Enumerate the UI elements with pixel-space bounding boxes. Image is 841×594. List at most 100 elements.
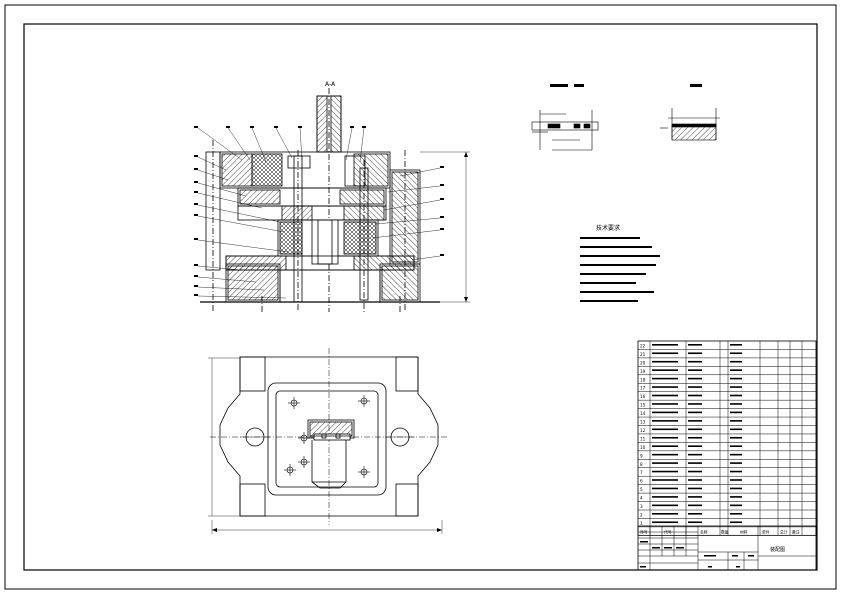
part-sketch-right (660, 84, 720, 141)
bom-item-number: 20 (640, 360, 646, 365)
technical-requirements: 技术要求 (580, 224, 660, 302)
bom-material-text (730, 344, 742, 346)
bom-name-text (688, 394, 702, 397)
bom-material-text (730, 360, 742, 363)
bom-name-text (688, 369, 702, 371)
bom-material-text (730, 453, 742, 456)
bom-header-label: 材料 (740, 529, 748, 534)
bom-code-text (652, 360, 678, 363)
section-view-a-a: A-A (194, 81, 470, 312)
bom-header-label: 数量 (721, 529, 729, 534)
bom-name-text (688, 470, 702, 473)
bom-code-text (652, 462, 678, 464)
bom-code-text (652, 428, 678, 431)
bom-name-text (688, 521, 702, 524)
bom-name-text (688, 453, 702, 456)
bom-material-text (730, 445, 742, 447)
bom-item-number: 10 (640, 445, 646, 450)
bom-item-number: 21 (640, 352, 646, 357)
bom-name-text (688, 445, 702, 447)
bom-code-text (652, 394, 678, 397)
bom-item-number: 15 (640, 403, 646, 408)
bom-material-text (730, 479, 742, 481)
bom-material-text (730, 513, 742, 515)
bom-material-text (730, 428, 742, 431)
bom-name-text (688, 436, 702, 439)
bom-material-text (730, 386, 742, 388)
bom-name-text (688, 420, 702, 422)
bom-material-text (730, 462, 742, 464)
bom-code-text (652, 386, 678, 388)
bom-material-text (730, 470, 742, 473)
bom-item-number: 9 (640, 453, 643, 458)
bom-item-number: 13 (640, 420, 646, 425)
bom-item-number: 16 (640, 394, 646, 399)
bom-code-text (652, 521, 678, 524)
bom-code-text (652, 377, 678, 380)
bom-code-text (652, 504, 678, 507)
bom-material-text (730, 411, 742, 414)
bom-material-text (730, 521, 742, 524)
bom-item-number: 12 (640, 428, 646, 433)
drawing-title: 装配图 (770, 546, 785, 553)
bom-name-text (688, 377, 702, 380)
bom-name-text (688, 352, 702, 355)
bom-item-number: 4 (640, 496, 643, 501)
bom-code-text (652, 479, 678, 481)
bom-material-text (730, 352, 742, 355)
section-label: A-A (325, 81, 336, 88)
bom-item-number: 8 (640, 462, 643, 467)
bom-name-text (688, 411, 702, 414)
bom-code-text (652, 496, 678, 498)
outer-border (4, 4, 837, 590)
bom-item-number: 14 (640, 411, 646, 416)
bom-code-text (652, 487, 678, 490)
bom-item-number: 7 (640, 470, 643, 475)
part-sketch-left (531, 84, 599, 151)
bom-item-number: 2 (640, 512, 643, 517)
bom-code-text (652, 453, 678, 456)
bom-code-text (652, 369, 678, 371)
bom-item-number: 22 (640, 343, 646, 348)
bom-material-text (730, 369, 742, 371)
bom-material-text (730, 403, 742, 405)
plan-view (208, 348, 448, 534)
bom-material-text (730, 377, 742, 380)
bom-item-number: 5 (640, 487, 643, 492)
bom-item-number: 1 (640, 521, 643, 526)
bom-name-text (688, 513, 702, 515)
bom-item-number: 19 (640, 369, 646, 374)
bom-material-text (730, 436, 742, 439)
bom-name-text (688, 360, 702, 363)
inner-frame (23, 23, 818, 571)
bom-material-text (730, 496, 742, 498)
bom-code-text (652, 411, 678, 414)
bom-code-text (652, 470, 678, 473)
bom-code-text (652, 513, 678, 515)
bom-code-text (652, 445, 678, 447)
bom-name-text (688, 496, 702, 498)
bom-header-label: 总计 (780, 529, 788, 534)
bom-name-text (688, 462, 702, 464)
bom-code-text (652, 420, 678, 422)
bom-header-label: 名称 (700, 529, 708, 534)
bom-name-text (688, 344, 702, 346)
bom-material-text (730, 504, 742, 507)
bom-item-number: 3 (640, 504, 643, 509)
bom-item-number: 18 (640, 377, 646, 382)
bom-item-number: 17 (640, 386, 646, 391)
bom-name-text (688, 479, 702, 481)
bom-code-text (652, 436, 678, 439)
bom-code-text (652, 403, 678, 405)
bom-name-text (688, 487, 702, 490)
bom-name-text (688, 504, 702, 507)
bom-table: 22212019181716151413121110987654321序号代号名… (637, 340, 817, 536)
bom-header-label: 备注 (792, 529, 800, 534)
bom-material-text (730, 420, 742, 422)
bom-name-text (688, 386, 702, 388)
bom-item-number: 6 (640, 479, 643, 484)
bom-material-text (730, 487, 742, 490)
bom-code-text (652, 344, 678, 346)
tech-req-heading: 技术要求 (596, 224, 620, 232)
